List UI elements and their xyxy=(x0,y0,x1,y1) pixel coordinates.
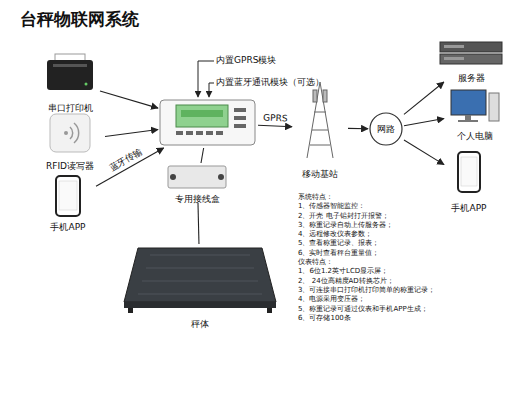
printer-icon xyxy=(47,54,93,90)
connector-arrow xyxy=(404,82,444,114)
note-line: 3、可连接串口打印机打印简单的称重记录； xyxy=(298,286,435,295)
junction-box-icon xyxy=(168,166,226,188)
device-node: 移动基站 xyxy=(292,78,348,178)
device-node: 手机APP xyxy=(40,173,96,231)
node-label: 串口打印机 xyxy=(48,103,93,114)
node-label: RFID读写器 xyxy=(46,161,94,172)
node-label: 服务器 xyxy=(458,73,485,84)
cell-tower-icon xyxy=(307,82,333,158)
device-node: RFID读写器 xyxy=(35,112,105,170)
connector-arrow xyxy=(105,130,158,137)
connector-arrow xyxy=(404,119,444,126)
feature-notes: 系统特点：1、传感器智能监控：2、开壳 电子铅封打开报警；3、称重记录自动上传服… xyxy=(298,193,435,323)
connector-arrow xyxy=(348,128,368,129)
node-label: 移动基站 xyxy=(302,169,338,180)
callout-label: 内置蓝牙通讯模块（可选） xyxy=(216,77,324,88)
note-line: 系统特点： xyxy=(298,193,435,202)
node-label: 网路 xyxy=(377,124,395,135)
device-node: 个人电脑 xyxy=(444,86,506,140)
connector-arrow xyxy=(201,148,204,163)
connector-arrow xyxy=(404,140,444,165)
note-line: 1、传感器智能监控： xyxy=(298,202,435,211)
note-line: 5、称重记录可通过仪表和手机APP生成； xyxy=(298,305,435,314)
note-line: 4、远程修改仪表参数； xyxy=(298,230,435,239)
weighing-indicator-icon xyxy=(160,100,255,145)
connector-arrow xyxy=(197,203,199,244)
computer-icon xyxy=(451,90,499,122)
node-label: 手机APP xyxy=(451,203,486,214)
note-line: 5、查看称重记录、报表； xyxy=(298,239,435,248)
note-line: 仪表特点： xyxy=(298,258,435,267)
node-label: 个人电脑 xyxy=(457,131,493,142)
node-label: 秤体 xyxy=(191,319,209,330)
device-node: 秤体 xyxy=(120,244,280,328)
note-line: 3、称重记录自动上传服务器； xyxy=(298,221,435,230)
note-line: 1、6位1.2英寸LCD显示屏； xyxy=(298,267,435,276)
device-node: 手机APP xyxy=(444,148,494,212)
device-node: 专用接线盒 xyxy=(160,163,235,203)
phone-icon xyxy=(56,176,80,216)
note-line: 6、可存储100条 xyxy=(298,314,435,323)
network-circle: 网路 xyxy=(368,112,404,146)
node-label: 专用接线盒 xyxy=(175,194,220,205)
device-node: 服务器 xyxy=(434,38,508,82)
edge-label: GPRS xyxy=(262,112,289,123)
connector-arrow xyxy=(258,125,292,127)
phone-icon xyxy=(458,152,480,192)
callout-leader xyxy=(198,61,214,97)
note-line: 2、开壳 电子铅封打开报警； xyxy=(298,212,435,221)
callout-label: 内置GPRS模块 xyxy=(216,55,276,66)
edge-label: 蓝牙传输 xyxy=(106,145,145,175)
note-line: 6、实时查看秤台重量值； xyxy=(298,249,435,258)
note-line: 2、 24位高精度AD转换芯片； xyxy=(298,277,435,286)
device-node: 内置GPRS模块内置蓝牙通讯模块（可选） xyxy=(158,98,258,148)
server-icon xyxy=(440,42,502,64)
diagram-title: 台秤物联网系统 xyxy=(20,8,139,31)
scale-platform-icon xyxy=(124,248,276,313)
rfid-reader-icon xyxy=(50,114,90,152)
note-line: 4、电源采用变压器； xyxy=(298,295,435,304)
node-label: 手机APP xyxy=(50,222,85,233)
connector-arrow xyxy=(100,91,158,108)
device-node: 串口打印机 xyxy=(40,52,100,112)
